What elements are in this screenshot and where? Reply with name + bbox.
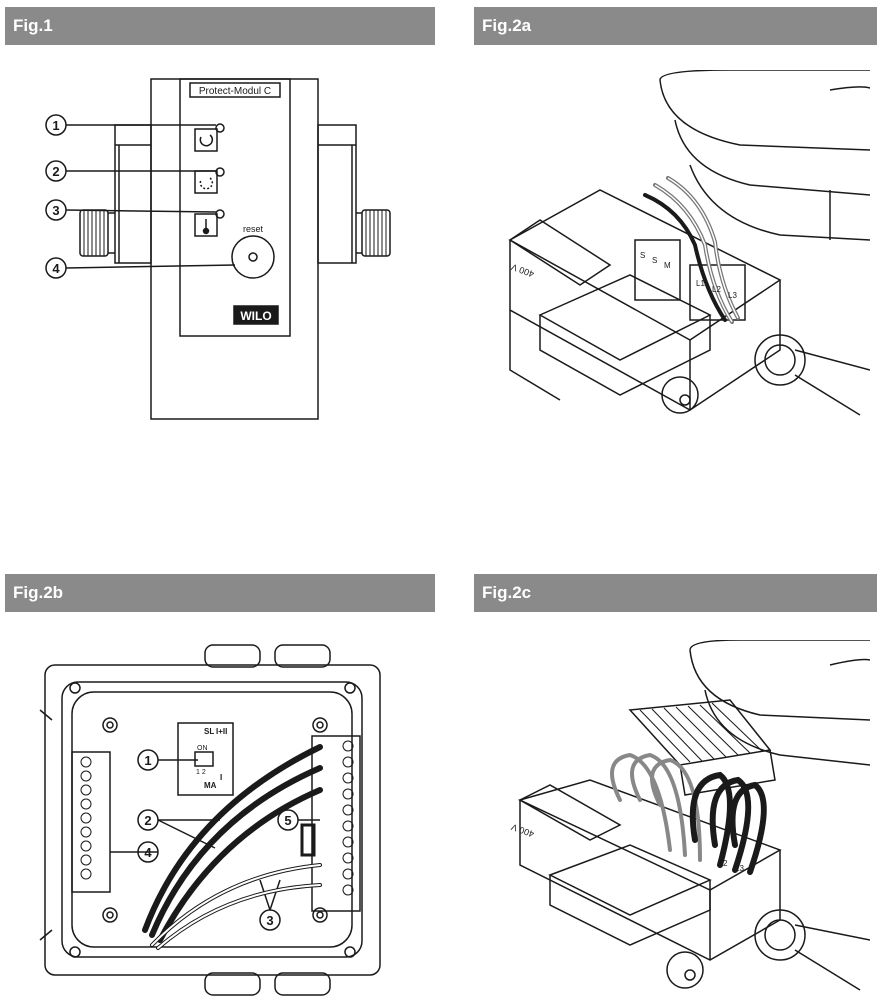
fig2b-title: Fig.2b (13, 583, 64, 602)
fig2b-switch-num: 1 2 (196, 769, 206, 776)
fig1-reset-label: reset (243, 224, 264, 234)
fig2b-callout-2: 2 (144, 813, 151, 828)
fig2a-term-s2: S (652, 256, 657, 265)
fig2a-term-l1: L1 (696, 279, 705, 288)
fig2a-title: Fig.2a (482, 16, 532, 35)
fig2c-title: Fig.2c (482, 583, 532, 602)
fig1-callout-4: 4 (52, 261, 60, 276)
fig1-callout-3: 3 (52, 203, 59, 218)
fig2b-switch-i: I (220, 773, 222, 782)
fig1-module-label: Protect-Modul C (199, 86, 271, 97)
fig2b-callout-5: 5 (284, 813, 291, 828)
fig2b-callout-3: 3 (266, 913, 273, 928)
fig2b-switch-ma: MA (204, 781, 217, 790)
fig1-title: Fig.1 (13, 16, 53, 35)
fig2b-header: Fig.2b (5, 574, 435, 612)
fig2b-callout-1: 1 (144, 753, 151, 768)
fig2b-switch-ii: I+II (216, 727, 227, 736)
fig2b-diagram: SL I+II ON 1 2 I MA 1 2 4 5 3 (39, 644, 381, 996)
fig2a-term-m: M (664, 261, 671, 270)
fig2c-diagram: 2 L3 400 V (510, 640, 870, 991)
fig2a-diagram: S S M L1 L2 L3 400 V (508, 70, 870, 416)
fig2c-term-2: 2 (723, 859, 728, 868)
fig1-callout-2: 2 (52, 164, 59, 179)
fig1-header: Fig.1 (5, 7, 435, 45)
fig2a-term-l2: L2 (712, 285, 721, 294)
fig2c-voltage-label: 400 V (510, 822, 536, 839)
fig2a-header: Fig.2a (474, 7, 877, 45)
fig1-diagram: Protect-Modul C reset WILO 1 2 3 4 (45, 78, 391, 420)
fig1-callout-1: 1 (52, 118, 59, 133)
fig2a-term-l3: L3 (728, 291, 737, 300)
fig2b-switch-sl: SL (204, 727, 214, 736)
fig2c-term-l3: L3 (735, 864, 744, 873)
fig2b-switch-on: ON (197, 745, 208, 752)
fig2b-callout-4: 4 (144, 845, 152, 860)
fig2c-header: Fig.2c (474, 574, 877, 612)
fig2a-voltage-label: 400 V (510, 262, 536, 279)
fig2a-term-s1: S (640, 251, 645, 260)
fig1-brand: WILO (240, 309, 271, 323)
